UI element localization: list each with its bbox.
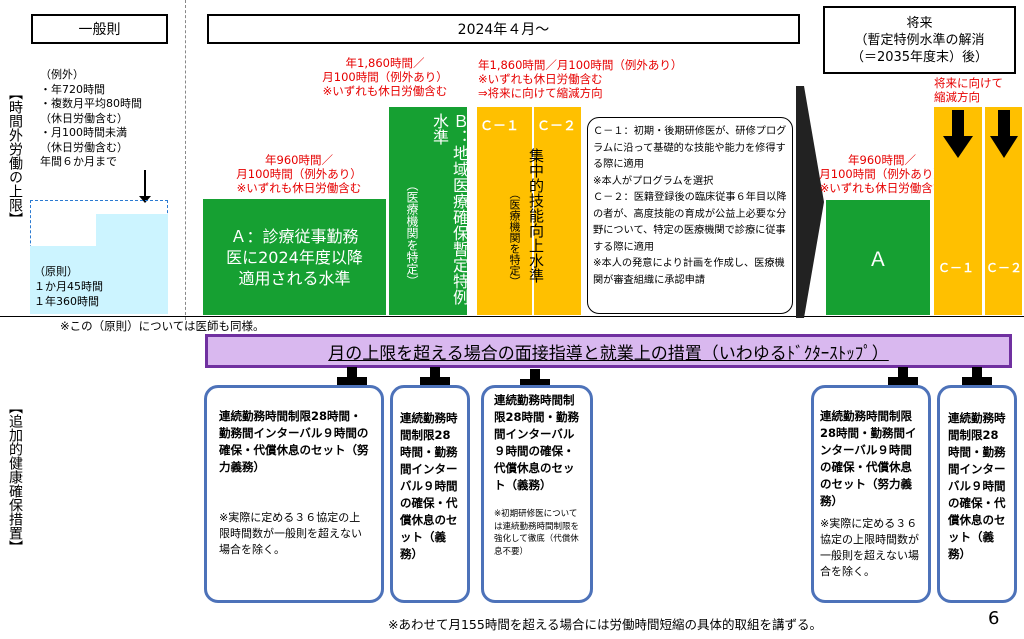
level-b-sub: （医療機関を特定） [405,179,419,287]
header-general-rule: 一般則 [31,14,168,44]
level-a-limits: 年960時間／ 月100時間（例外あり） ※いずれも休日労働含む [236,153,362,195]
header-2024: 2024年４月～ [207,14,800,44]
level-c-limits: 年1,860時間／月100時間（例外あり） ※いずれも休日労働含む ⇒将来に向け… [478,58,683,100]
future-reduce-note: 将来に向けて 縮減方向 [934,76,1003,104]
measure-future-a-text: 連続勤務時間制限28時間・勤務間インターバル９時間の確保・代償休息のセット（努力… [820,409,917,508]
divider-vertical [185,0,186,320]
level-a-box: Ａ：診療従事勤務 医に2024年度以降 適用される水準 [203,199,386,315]
future-c2-box: Ｃ－２ [985,107,1022,315]
measure-general-note: ※実際に定める３６協定の上限時間数が一般則を超えない場合を除く。 [219,511,362,556]
plus-icon [337,367,367,397]
plus-icon [962,367,992,397]
future-c1-down-arrow-icon [943,110,973,158]
level-c-sub: （医療機関を特定） [508,188,521,287]
level-c2-label: Ｃ－２ [537,119,577,134]
level-c-explanation: Ｃ－１：初期・後期研修医が、研修プログラムに沿って基礎的な技能や能力を修得する際… [587,117,793,314]
measure-box-future-a: 連続勤務時間制限28時間・勤務間インターバル９時間の確保・代償休息のセット（努力… [811,385,931,603]
plus-icon [888,367,918,397]
future-limits: 年960時間／ 月100時間（例外あり） ※いずれも休日労働含む [819,153,945,195]
side-label-health: 【追加的健康確保措置】 [7,400,23,554]
general-exceptions: （例外） ・年720時間 ・複数月平均80時間 （休日労働含む） ・月100時間… [40,68,142,168]
measure-box-general: 連続勤務時間制限28時間・勤務間インターバル９時間の確保・代償休息のセット（努力… [204,385,384,603]
transition-arrow-icon [796,86,824,318]
measure-future-a-note: ※実際に定める３６協定の上限時間数が一般則を超えない場合を除く。 [820,517,919,578]
measure-c-note: ※初期研修医については連続勤務時間制限を強化して徹底（代償休息不要） [494,509,580,557]
plus-icon [420,367,450,397]
measure-box-future-c: 連続勤務時間制限28時間・勤務間インターバル９時間の確保・代償休息のセット（義務… [937,385,1017,603]
level-b-box: Ｂ：地域医療確保暫定特例水準 （医療機関を特定） [389,107,469,315]
side-label-overtime: 【時間外労働の上限】 [7,86,23,226]
doctor-stop-banner: 月の上限を超える場合の面接指導と就業上の措置（いわゆるﾄﾞｸﾀｰｽﾄｯﾌﾟ） [205,334,1012,368]
general-arrow [144,170,146,198]
baseline [0,316,1024,317]
level-c2-box: Ｃ－２ [534,107,581,315]
future-c1-label: Ｃ－１ [938,261,975,275]
general-arrow-head [139,196,151,203]
page-number: 6 [988,608,1000,629]
measure-future-c-text: 連続勤務時間制限28時間・勤務間インターバル９時間の確保・代償休息のセット（義務… [948,411,1006,561]
general-principle-bar-low [30,246,96,314]
future-a-box: Ａ [826,200,930,315]
general-principle-text: （原則） １か月45時間 １年360時間 [34,265,103,308]
future-c2-label: Ｃ－２ [986,261,1023,275]
header-future: 将来 （暫定特例水準の解消 （＝2035年度末）後） [823,6,1016,74]
level-b-main: Ｂ：地域医療確保暫定特例水準 [430,113,469,305]
measure-box-b: 連続勤務時間制限28時間・勤務間インターバル９時間の確保・代償休息のセット（義務… [390,385,470,603]
measure-b-text: 連続勤務時間制限28時間・勤務間インターバル９時間の確保・代償休息のセット（義務… [400,411,458,561]
general-principle-bar-high [96,214,168,314]
level-c-main: 集中的技能向上水準 [527,148,545,283]
measure-general-text: 連続勤務時間制限28時間・勤務間インターバル９時間の確保・代償休息のセット（努力… [219,409,369,474]
measure-c-text: 連続勤務時間制限28時間・勤務間インターバル９時間の確保・代償休息のセット（義務… [494,393,580,492]
level-b-limits: 年1,860時間／ 月100時間（例外あり） ※いずれも休日労働含む [322,56,448,98]
level-c1-label: Ｃ－１ [480,119,520,134]
level-c1-box: Ｃ－１ [477,107,532,315]
principle-note: ※この（原則）については医師も同様。 [60,319,265,333]
footer-note: ※あわせて月155時間を超える場合には労働時間短縮の具体的取組を講ずる。 [388,617,822,632]
measure-box-c: 連続勤務時間制限28時間・勤務間インターバル９時間の確保・代償休息のセット（義務… [481,385,593,603]
plus-icon [520,369,550,399]
future-c2-down-arrow-icon [990,110,1018,158]
